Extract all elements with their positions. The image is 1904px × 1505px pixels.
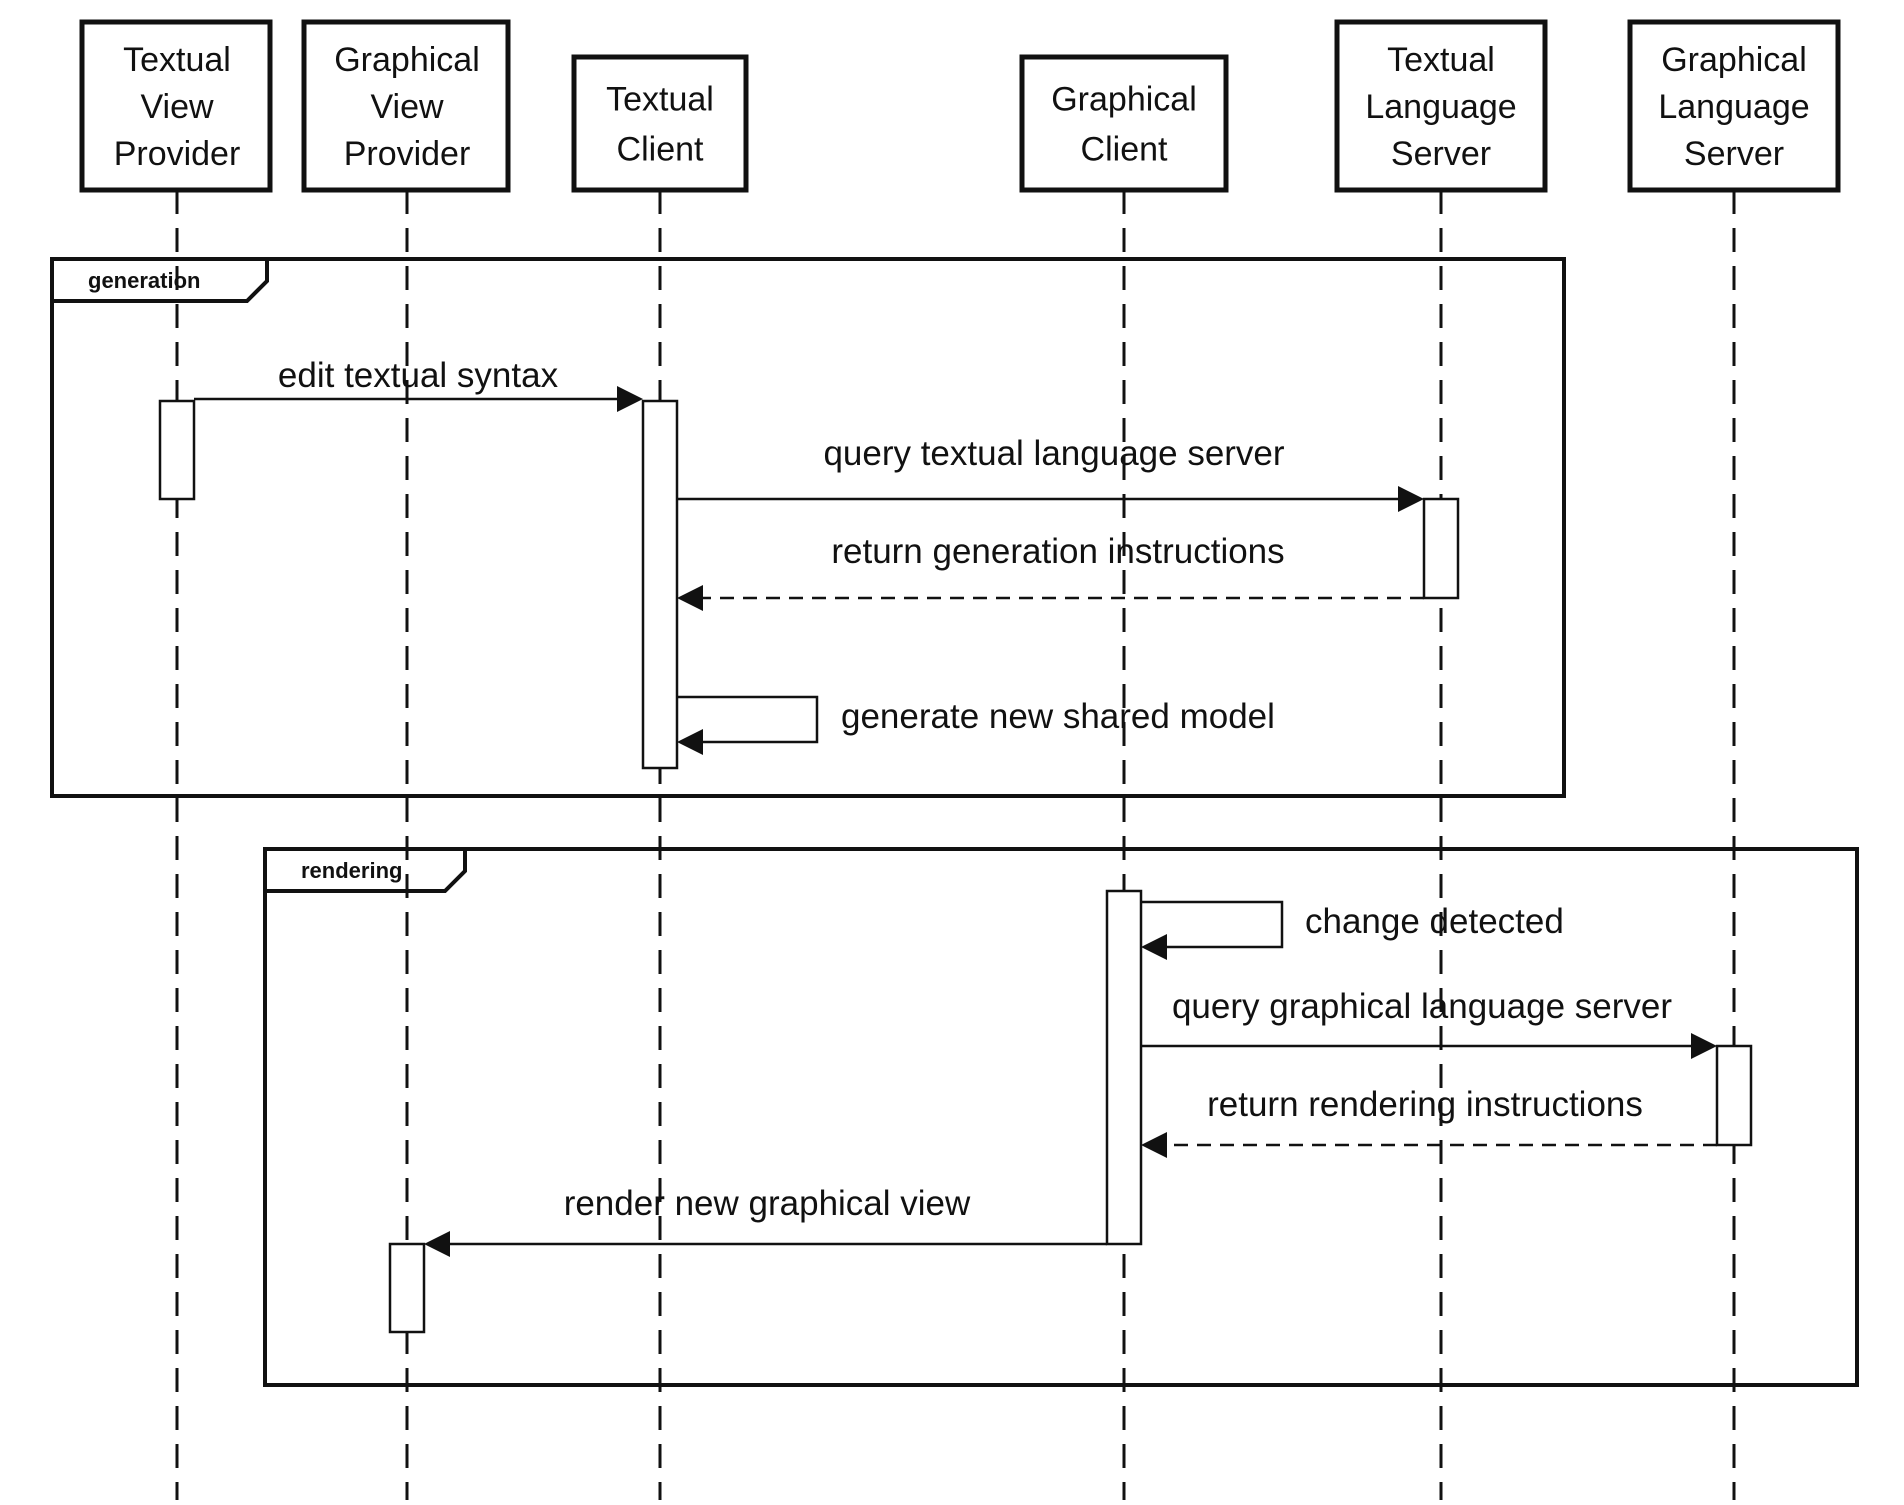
frame-label: rendering xyxy=(301,858,402,883)
message-label: change detected xyxy=(1305,902,1564,941)
actor-box xyxy=(1019,54,1229,193)
arrowhead xyxy=(1398,486,1424,512)
arrowhead xyxy=(424,1231,450,1257)
actor-label: Graphical xyxy=(1661,41,1807,79)
frame-generation: generation xyxy=(50,257,1566,798)
message-label: return rendering instructions xyxy=(1207,1085,1643,1124)
message-m1: edit textual syntax xyxy=(194,356,643,412)
activation-bar-gc xyxy=(1105,889,1143,1246)
actor-label: Provider xyxy=(114,135,241,173)
frame-tab xyxy=(263,847,467,893)
actor-label: Server xyxy=(1391,135,1491,173)
actor-label: Language xyxy=(1658,88,1809,126)
actor-label: Textual xyxy=(606,81,714,119)
message-m5: change detected xyxy=(1141,900,1564,960)
actor-label: Language xyxy=(1365,88,1516,126)
self-message-line xyxy=(1141,900,1284,949)
actor-label: View xyxy=(140,88,214,126)
frame-tab xyxy=(50,257,269,303)
message-label: render new graphical view xyxy=(564,1184,971,1223)
frame-label: generation xyxy=(88,268,200,293)
message-label: generate new shared model xyxy=(841,697,1275,736)
message-m4: generate new shared model xyxy=(677,695,1275,755)
actor-label: Graphical xyxy=(1051,81,1197,119)
actor-label: Server xyxy=(1684,135,1784,173)
actor-label: Client xyxy=(617,131,704,169)
arrowhead xyxy=(1691,1033,1717,1059)
arrowhead xyxy=(1141,1132,1167,1158)
message-label: query graphical language server xyxy=(1172,987,1672,1026)
message-m7: return rendering instructions xyxy=(1141,1085,1717,1158)
arrowhead xyxy=(617,386,643,412)
message-m3: return generation instructions xyxy=(677,532,1424,611)
message-label: query textual language server xyxy=(823,434,1284,473)
actor-box xyxy=(301,19,511,193)
message-m2: query textual language server xyxy=(677,434,1424,512)
message-label: edit textual syntax xyxy=(278,356,559,395)
activation-bar-gls xyxy=(1715,1044,1753,1147)
actor-label: Textual xyxy=(1387,41,1495,79)
activation-bar-tvp xyxy=(158,399,196,501)
frame-border xyxy=(263,847,1859,1387)
message-m8: render new graphical view xyxy=(424,1184,1107,1257)
activation-bar-tc xyxy=(641,399,679,770)
actor-label: View xyxy=(370,88,444,126)
frame-border xyxy=(50,257,1566,798)
actor-box xyxy=(1334,19,1548,193)
arrowhead xyxy=(677,585,703,611)
arrowhead xyxy=(677,729,703,755)
actor-label: Textual xyxy=(123,41,231,79)
activation-bar-tls xyxy=(1422,497,1460,600)
activation-bar-gvp xyxy=(388,1242,426,1334)
actor-label: Provider xyxy=(344,135,471,173)
self-message-line xyxy=(677,695,819,744)
message-m6: query graphical language server xyxy=(1141,987,1717,1059)
message-label: return generation instructions xyxy=(831,532,1284,571)
actor-box xyxy=(1627,19,1841,193)
arrowhead xyxy=(1141,934,1167,960)
frame-rendering: rendering xyxy=(263,847,1859,1387)
actor-box xyxy=(571,54,749,193)
actor-label: Graphical xyxy=(334,41,480,79)
actor-label: Client xyxy=(1081,131,1168,169)
actor-box xyxy=(79,19,273,193)
